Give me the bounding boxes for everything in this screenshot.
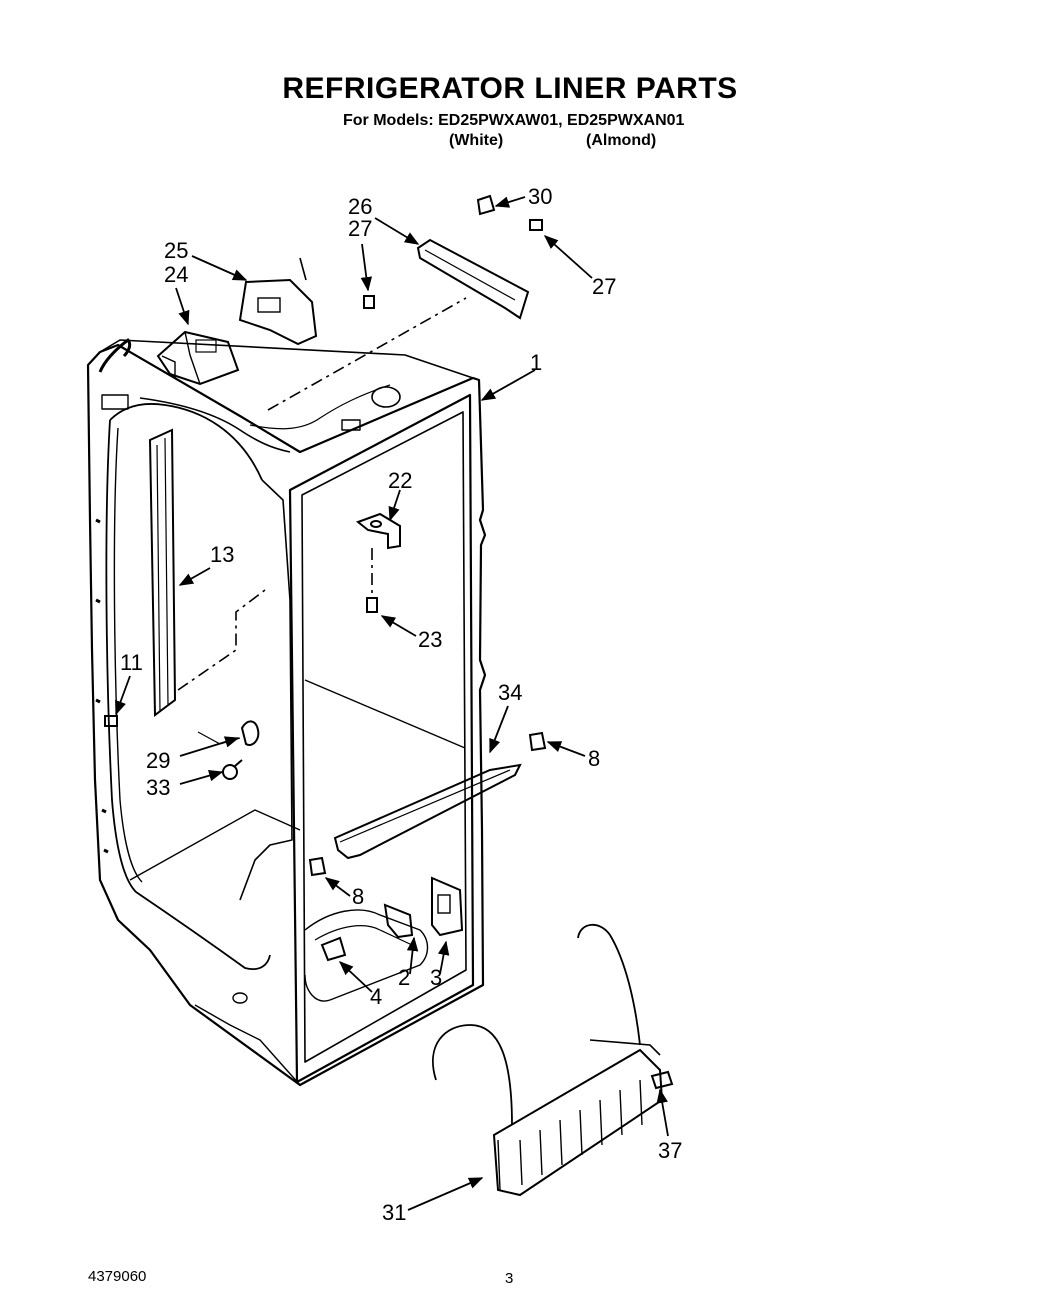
callout-1: 1 [530, 350, 542, 375]
shelf-rail-13 [148, 428, 177, 717]
callout-26: 26 [348, 194, 372, 219]
callout-27-top: 27 [348, 216, 372, 241]
page-number: 3 [505, 1270, 514, 1287]
screws [104, 194, 674, 1090]
shelf-support-34 [333, 763, 522, 860]
page-title: REFRIGERATOR LINER PARTS [282, 72, 738, 105]
callout-2: 2 [398, 965, 410, 990]
bracket-25 [238, 257, 318, 346]
callout-22: 22 [388, 468, 412, 493]
assembly-lines [177, 297, 467, 691]
bracket-22 [355, 512, 401, 550]
callout-25: 25 [164, 238, 188, 263]
leader-arrows [115, 196, 669, 1211]
callout-4: 4 [370, 984, 382, 1009]
callout-33: 33 [146, 775, 170, 800]
callout-23: 23 [418, 627, 442, 652]
callout-24: 24 [164, 262, 188, 287]
callout-8-right: 8 [588, 746, 600, 771]
callout-29: 29 [146, 748, 170, 773]
callout-37: 37 [658, 1138, 682, 1163]
document-number: 4379060 [88, 1268, 147, 1285]
control-housing-24 [156, 330, 240, 386]
heater-assembly-31 [432, 923, 664, 1197]
callout-11: 11 [120, 650, 143, 675]
callout-30: 30 [528, 184, 552, 209]
cross-rail-26 [416, 238, 530, 320]
refrigerator-liner [86, 338, 487, 1087]
callout-8-left: 8 [352, 884, 364, 909]
light-bulb-33 [222, 759, 243, 780]
callout-27-right: 27 [592, 274, 616, 299]
callout-3: 3 [430, 965, 442, 990]
callout-31: 31 [382, 1200, 406, 1225]
models-line: For Models: ED25PWXAW01, ED25PWXAN01 [343, 112, 685, 129]
variant-almond: (Almond) [586, 132, 657, 149]
variant-white: (White) [449, 132, 504, 149]
bottom-brackets [320, 876, 464, 962]
callout-34: 34 [498, 680, 522, 705]
callout-13: 13 [210, 542, 234, 567]
